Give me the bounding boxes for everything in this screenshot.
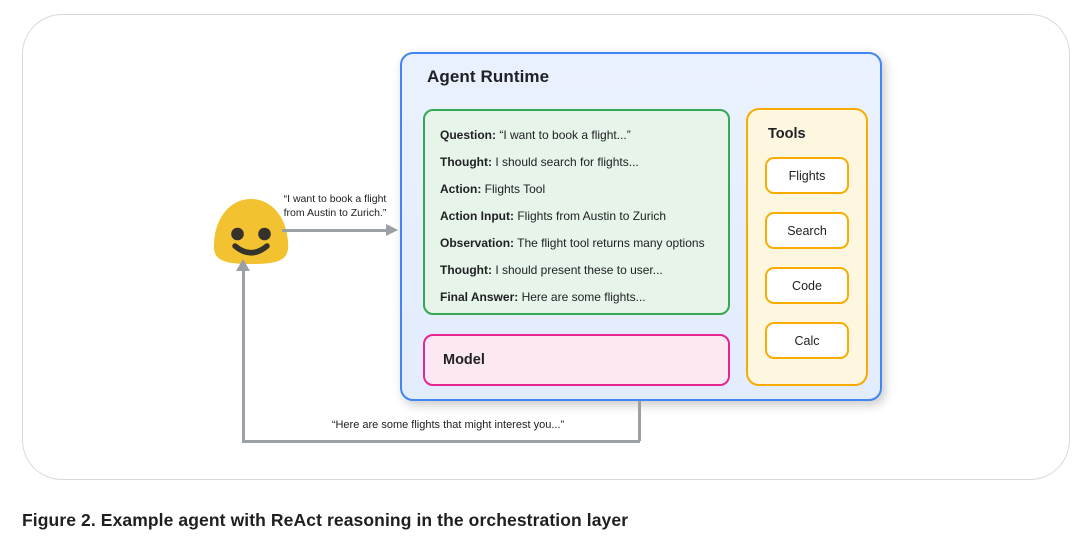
agent-runtime-title: Agent Runtime [427,67,550,86]
response-arrow-segment-up [242,270,245,442]
line-label: Final Answer: [440,290,519,304]
response-arrow-segment-down [638,401,641,441]
line-text: Flights from Austin to Zurich [513,209,667,223]
scratchpad-line-action: Action: Flights Tool [440,176,724,203]
response-arrow-segment-horizontal [242,440,640,443]
user-emoji [210,196,292,266]
tool-button-search: Search [765,212,849,249]
scratchpad-line-final-answer: Final Answer: Here are some flights... [440,284,724,311]
model-box: Model [423,334,730,386]
line-text: I should search for flights... [491,155,639,169]
response-arrowhead-icon [236,259,250,271]
scratchpad-line-observation: Observation: The flight tool returns man… [440,230,724,257]
line-text: The flight tool returns many options [514,236,705,250]
scratchpad-line-question: Question: “I want to book a flight...” [440,122,724,149]
tool-button-calc: Calc [765,322,849,359]
line-label: Thought: [440,263,492,277]
tool-button-flights: Flights [765,157,849,194]
line-text: “I want to book a flight...” [496,128,631,142]
line-text: Flights Tool [481,182,546,196]
figure-caption: Figure 2. Example agent with ReAct reaso… [22,510,629,530]
scratchpad-line-action-input: Action Input: Flights from Austin to Zur… [440,203,724,230]
line-text: Here are some flights... [518,290,646,304]
line-label: Question: [440,128,496,142]
line-text: I should present these to user... [491,263,663,277]
user-request-line2: from Austin to Zurich.” [283,206,387,219]
line-label: Action Input: [440,209,514,223]
tools-title: Tools [768,126,806,142]
user-request-label: “I want to book a flight from Austin to … [268,193,402,220]
line-label: Action: [440,182,482,196]
request-arrowhead-icon [386,223,398,236]
tool-button-code: Code [765,267,849,304]
line-label: Observation: [440,236,515,250]
agent-runtime-box: Agent Runtime Question: “I want to book … [400,52,882,401]
scratchpad-line-thought1: Thought: I should search for flights... [440,149,724,176]
react-scratchpad-box: Question: “I want to book a flight...” T… [423,109,730,315]
agent-response-label: “Here are some flights that might intere… [331,419,565,431]
request-arrow-line [282,229,387,232]
user-request-line1: “I want to book a flight [283,193,387,205]
line-label: Thought: [440,155,492,169]
scratchpad-line-thought2: Thought: I should present these to user.… [440,257,724,284]
smiling-face-emoji-icon [213,199,289,264]
tools-panel: Tools Flights Search Code Calc [746,108,868,386]
model-label: Model [443,352,485,368]
